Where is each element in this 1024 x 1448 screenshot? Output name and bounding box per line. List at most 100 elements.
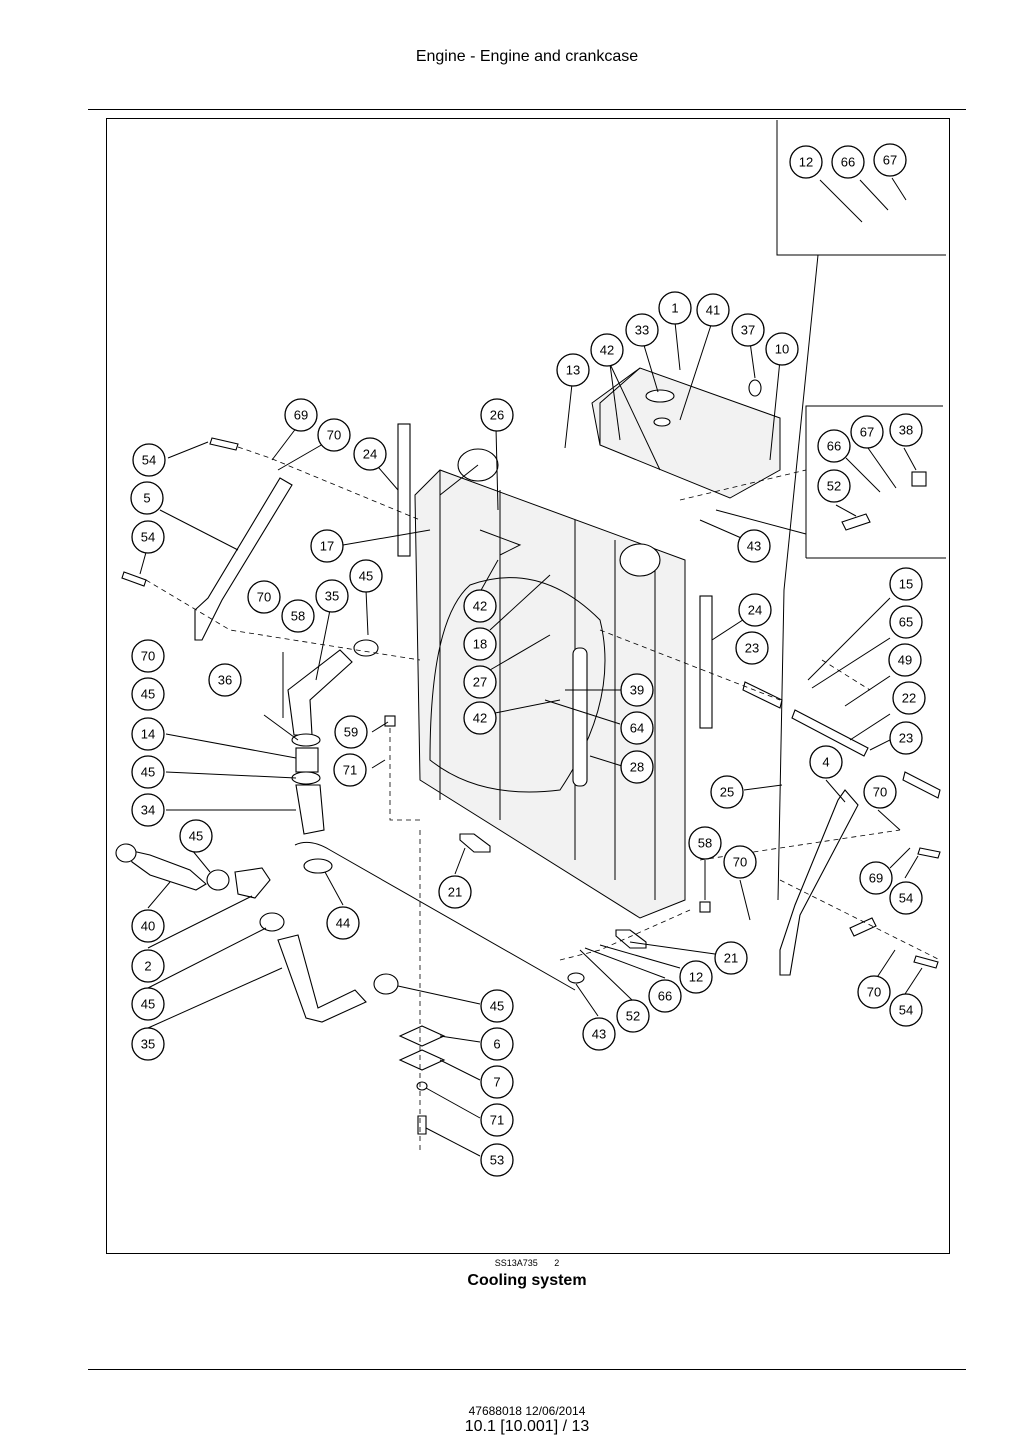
page-header-title: Engine - Engine and crankcase [415,48,639,65]
callout-label: 26 [490,408,504,423]
radiator-bracket-right [779,789,859,976]
hose-34 [295,784,325,835]
callout-41: 41 [696,293,730,327]
callout-label: 18 [473,637,487,652]
callout-67: 67 [850,415,884,449]
callout-label: 58 [698,836,712,851]
callout-45: 45 [349,559,383,593]
plate-7 [398,1049,446,1071]
hose-40 [127,849,207,891]
callout-1: 1 [658,291,692,325]
hose-35-upper [287,649,353,736]
callout-label: 34 [141,803,155,818]
hose-44-line [294,841,576,991]
callout-54: 54 [889,993,923,1027]
callout-7: 7 [480,1065,514,1099]
callout-label: 54 [141,530,155,545]
figure-id-line: SS13A735 2 [0,1258,1024,1268]
callout-label: 42 [473,711,487,726]
callout-27: 27 [463,665,497,699]
callout-label: 39 [630,683,644,698]
callout-label: 24 [363,447,377,462]
hose-35-lower [277,934,367,1023]
washer-71 [416,1081,428,1091]
callout-49: 49 [888,643,922,677]
callout-66: 66 [831,145,865,179]
callout-54: 54 [131,520,165,554]
callout-52: 52 [817,469,851,503]
plate-6 [398,1025,446,1047]
callout-42: 42 [590,333,624,367]
callout-label: 23 [899,731,913,746]
callout-label: 45 [359,569,373,584]
figure-number: 2 [554,1258,560,1268]
callout-label: 25 [720,785,734,800]
callout-label: 36 [218,673,232,688]
callout-label: 54 [142,453,156,468]
radiator-assembly [414,448,686,919]
header-rule [88,109,966,110]
callout-label: 49 [898,653,912,668]
callout-label: 64 [630,721,644,736]
callout-label: 70 [733,855,747,870]
callout-label: 45 [141,687,155,702]
callout-label: 54 [899,891,913,906]
callout-label: 71 [343,763,357,778]
callout-label: 44 [336,916,350,931]
callout-12: 12 [789,145,823,179]
callout-label: 7 [493,1075,500,1090]
callout-36: 36 [208,663,242,697]
callout-59: 59 [334,715,368,749]
callout-label: 52 [827,479,841,494]
callout-label: 69 [869,871,883,886]
callout-70: 70 [247,580,281,614]
figure-frame [106,118,950,1254]
callout-38: 38 [889,413,923,447]
callout-label: 53 [490,1153,504,1168]
callout-label: 70 [141,649,155,664]
callout-24: 24 [353,437,387,471]
callout-label: 70 [327,428,341,443]
callout-70: 70 [317,418,351,452]
clamp-45d [115,843,137,863]
callout-70: 70 [723,845,757,879]
callout-58: 58 [688,826,722,860]
bolt-54b [121,571,147,587]
callout-23: 23 [735,631,769,665]
callout-label: 70 [867,985,881,1000]
callout-35: 35 [131,1027,165,1061]
callout-label: 70 [257,590,271,605]
callout-35: 35 [315,579,349,613]
callout-label: 41 [706,303,720,318]
callout-39: 39 [620,673,654,707]
callout-label: 40 [141,919,155,934]
nut-58 [699,901,711,913]
callout-label: 13 [566,363,580,378]
callout-45: 45 [131,987,165,1021]
callout-66: 66 [817,429,851,463]
callout-64: 64 [620,711,654,745]
inset-box-middle [805,405,943,558]
callout-44: 44 [326,906,360,940]
callout-label: 58 [291,609,305,624]
callout-70: 70 [857,975,891,1009]
bolt-mid-inset [841,513,871,531]
callout-label: 66 [827,439,841,454]
rod-25 [777,589,785,901]
bolt-54a [209,437,239,451]
callout-label: 45 [189,829,203,844]
callout-24: 24 [738,593,772,627]
callout-label: 24 [748,603,762,618]
callout-label: 2 [144,959,151,974]
bolt-53 [417,1115,427,1135]
callout-label: 35 [141,1037,155,1052]
callout-71: 71 [480,1103,514,1137]
callout-label: 45 [490,999,504,1014]
callout-18: 18 [463,627,497,661]
callout-label: 1 [671,301,678,316]
footer-doc-ref: 47688018 12/06/2014 [468,1404,586,1418]
callout-71: 71 [333,753,367,787]
expansion-tank [591,367,781,499]
callout-label: 71 [490,1113,504,1128]
bolt-54d [913,955,939,969]
